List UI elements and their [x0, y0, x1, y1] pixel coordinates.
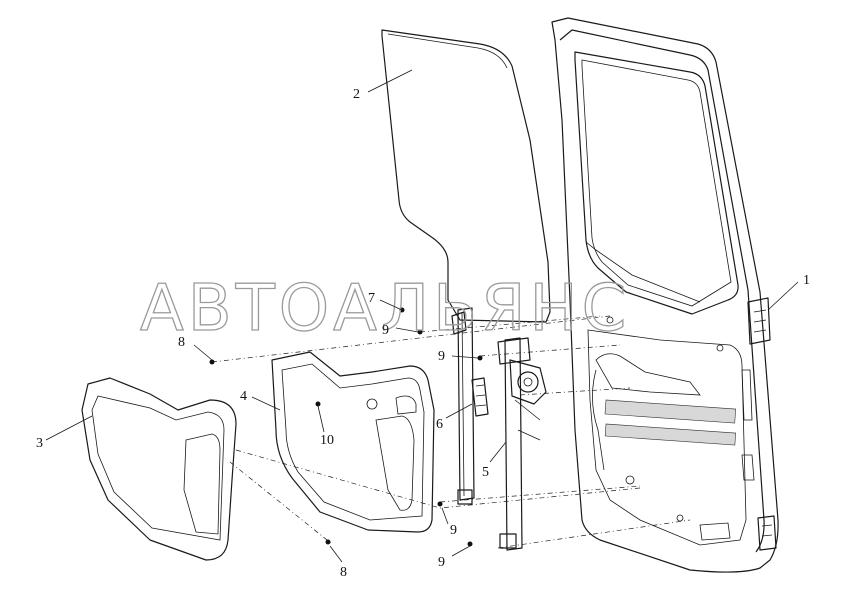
callout-3: 3 — [36, 436, 43, 451]
window-regulator-part — [497, 337, 547, 551]
fasteners — [209, 307, 483, 547]
callout-4: 4 — [240, 389, 247, 404]
callout-6: 6 — [436, 417, 443, 432]
door-trim-panel-part — [271, 351, 435, 533]
callout-9-b: 9 — [438, 349, 445, 364]
door-trim-cover-part — [81, 377, 237, 561]
callout-9-c: 9 — [450, 523, 457, 538]
callout-2: 2 — [353, 87, 360, 102]
inner-handle-part — [471, 377, 489, 417]
glass-run-channel-part — [451, 307, 475, 505]
leader-lines — [45, 69, 799, 563]
callout-8-bottom: 8 — [340, 565, 347, 580]
callout-9-a: 9 — [382, 323, 389, 338]
callout-9-d: 9 — [438, 555, 445, 570]
door-frame-part — [551, 17, 779, 573]
callout-5: 5 — [482, 465, 489, 480]
assembly-lines — [211, 315, 691, 549]
window-glass-part — [381, 29, 551, 323]
callout-10: 10 — [320, 433, 334, 448]
watermark-text: АВТОАЛЬЯНС — [140, 272, 630, 346]
callout-8-top: 8 — [178, 335, 185, 350]
callout-7: 7 — [368, 291, 375, 306]
callout-1: 1 — [803, 273, 810, 288]
